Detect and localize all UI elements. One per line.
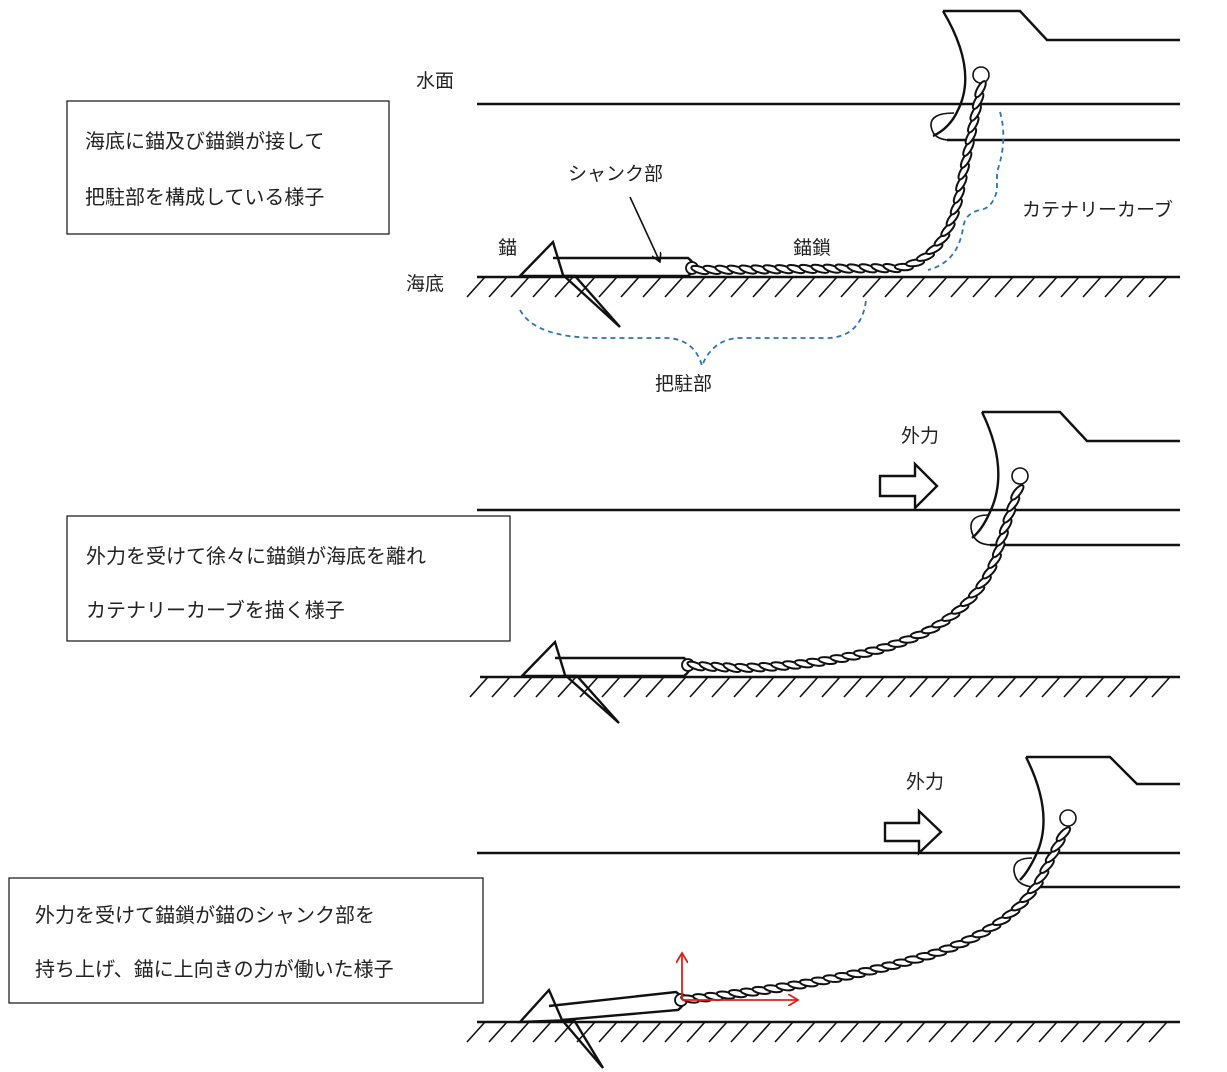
caption-3-line-2: 持ち上げ、錨に上向きの力が働いた様子 — [35, 957, 394, 981]
hawse-lip-2 — [970, 514, 993, 546]
external-force-label-3: 外力 — [906, 771, 944, 793]
hawse-lip — [930, 112, 955, 141]
seabed-label: 海底 — [406, 273, 444, 295]
holding-dashed-bracket — [519, 299, 867, 369]
caption-1-line-2: 把駐部を構成している様子 — [85, 185, 324, 209]
water-surface-label: 水面 — [416, 70, 454, 92]
hawse-lip-3 — [1013, 857, 1037, 888]
panel-3: 外力を受けて錨鎖が錨のシャンク部を 持ち上げ、錨に上向きの力が働いた様子 外力 — [8, 755, 1180, 1069]
anchor-shank — [553, 256, 696, 278]
panel-2: 外力を受けて徐々に錨鎖が海底を離れ カテナリーカーブを描く様子 外力 — [66, 410, 1180, 724]
shank-label: シャンク部 — [568, 163, 663, 185]
ship-hull-3 — [1019, 755, 1180, 881]
anchor-chain-links — [690, 80, 987, 276]
external-force-arrow-2 — [878, 461, 939, 511]
seabed-hatching — [466, 276, 1168, 298]
anchor-fluke — [517, 239, 621, 328]
shank-pointer-arrow — [629, 196, 660, 262]
holding-label: 把駐部 — [655, 373, 712, 395]
caption-3-line-1: 外力を受けて錨鎖が錨のシャンク部を — [35, 903, 375, 927]
ship-hull-2 — [971, 410, 1180, 539]
hawse-pipe-2 — [1011, 467, 1029, 485]
caption-1-line-1: 海底に錨及び錨鎖が接して — [85, 129, 324, 153]
seabed-hatching-3 — [466, 1021, 1168, 1043]
hawse-pipe-3 — [1059, 809, 1077, 827]
catenary-label: カテナリーカーブ — [1022, 198, 1173, 221]
chain-label: 錨鎖 — [793, 237, 831, 259]
caption-2-line-2: カテナリーカーブを描く様子 — [86, 598, 345, 622]
seabed-hatching-2 — [469, 676, 1171, 698]
anchor-chain-3-links — [680, 826, 1072, 1004]
caption-2-line-1: 外力を受けて徐々に錨鎖が海底を離れ — [86, 544, 426, 568]
external-force-arrow-3 — [883, 808, 943, 856]
anchor-label: 錨 — [498, 237, 517, 259]
caption-box-2 — [66, 515, 511, 642]
anchor-chain-2-links — [686, 484, 1025, 673]
hawse-pipe — [972, 66, 990, 84]
ship-hull — [932, 9, 1180, 138]
caption-box-1 — [66, 100, 390, 235]
anchor-shank-2 — [555, 656, 692, 678]
panel-1: 海底に錨及び錨鎖が接して 把駐部を構成している様子 水面 海底 錨 シャンク部 … — [66, 9, 1180, 395]
external-force-label-2: 外力 — [901, 425, 939, 447]
anchor-shank-3 — [548, 990, 685, 1022]
caption-box-3 — [8, 877, 484, 1004]
